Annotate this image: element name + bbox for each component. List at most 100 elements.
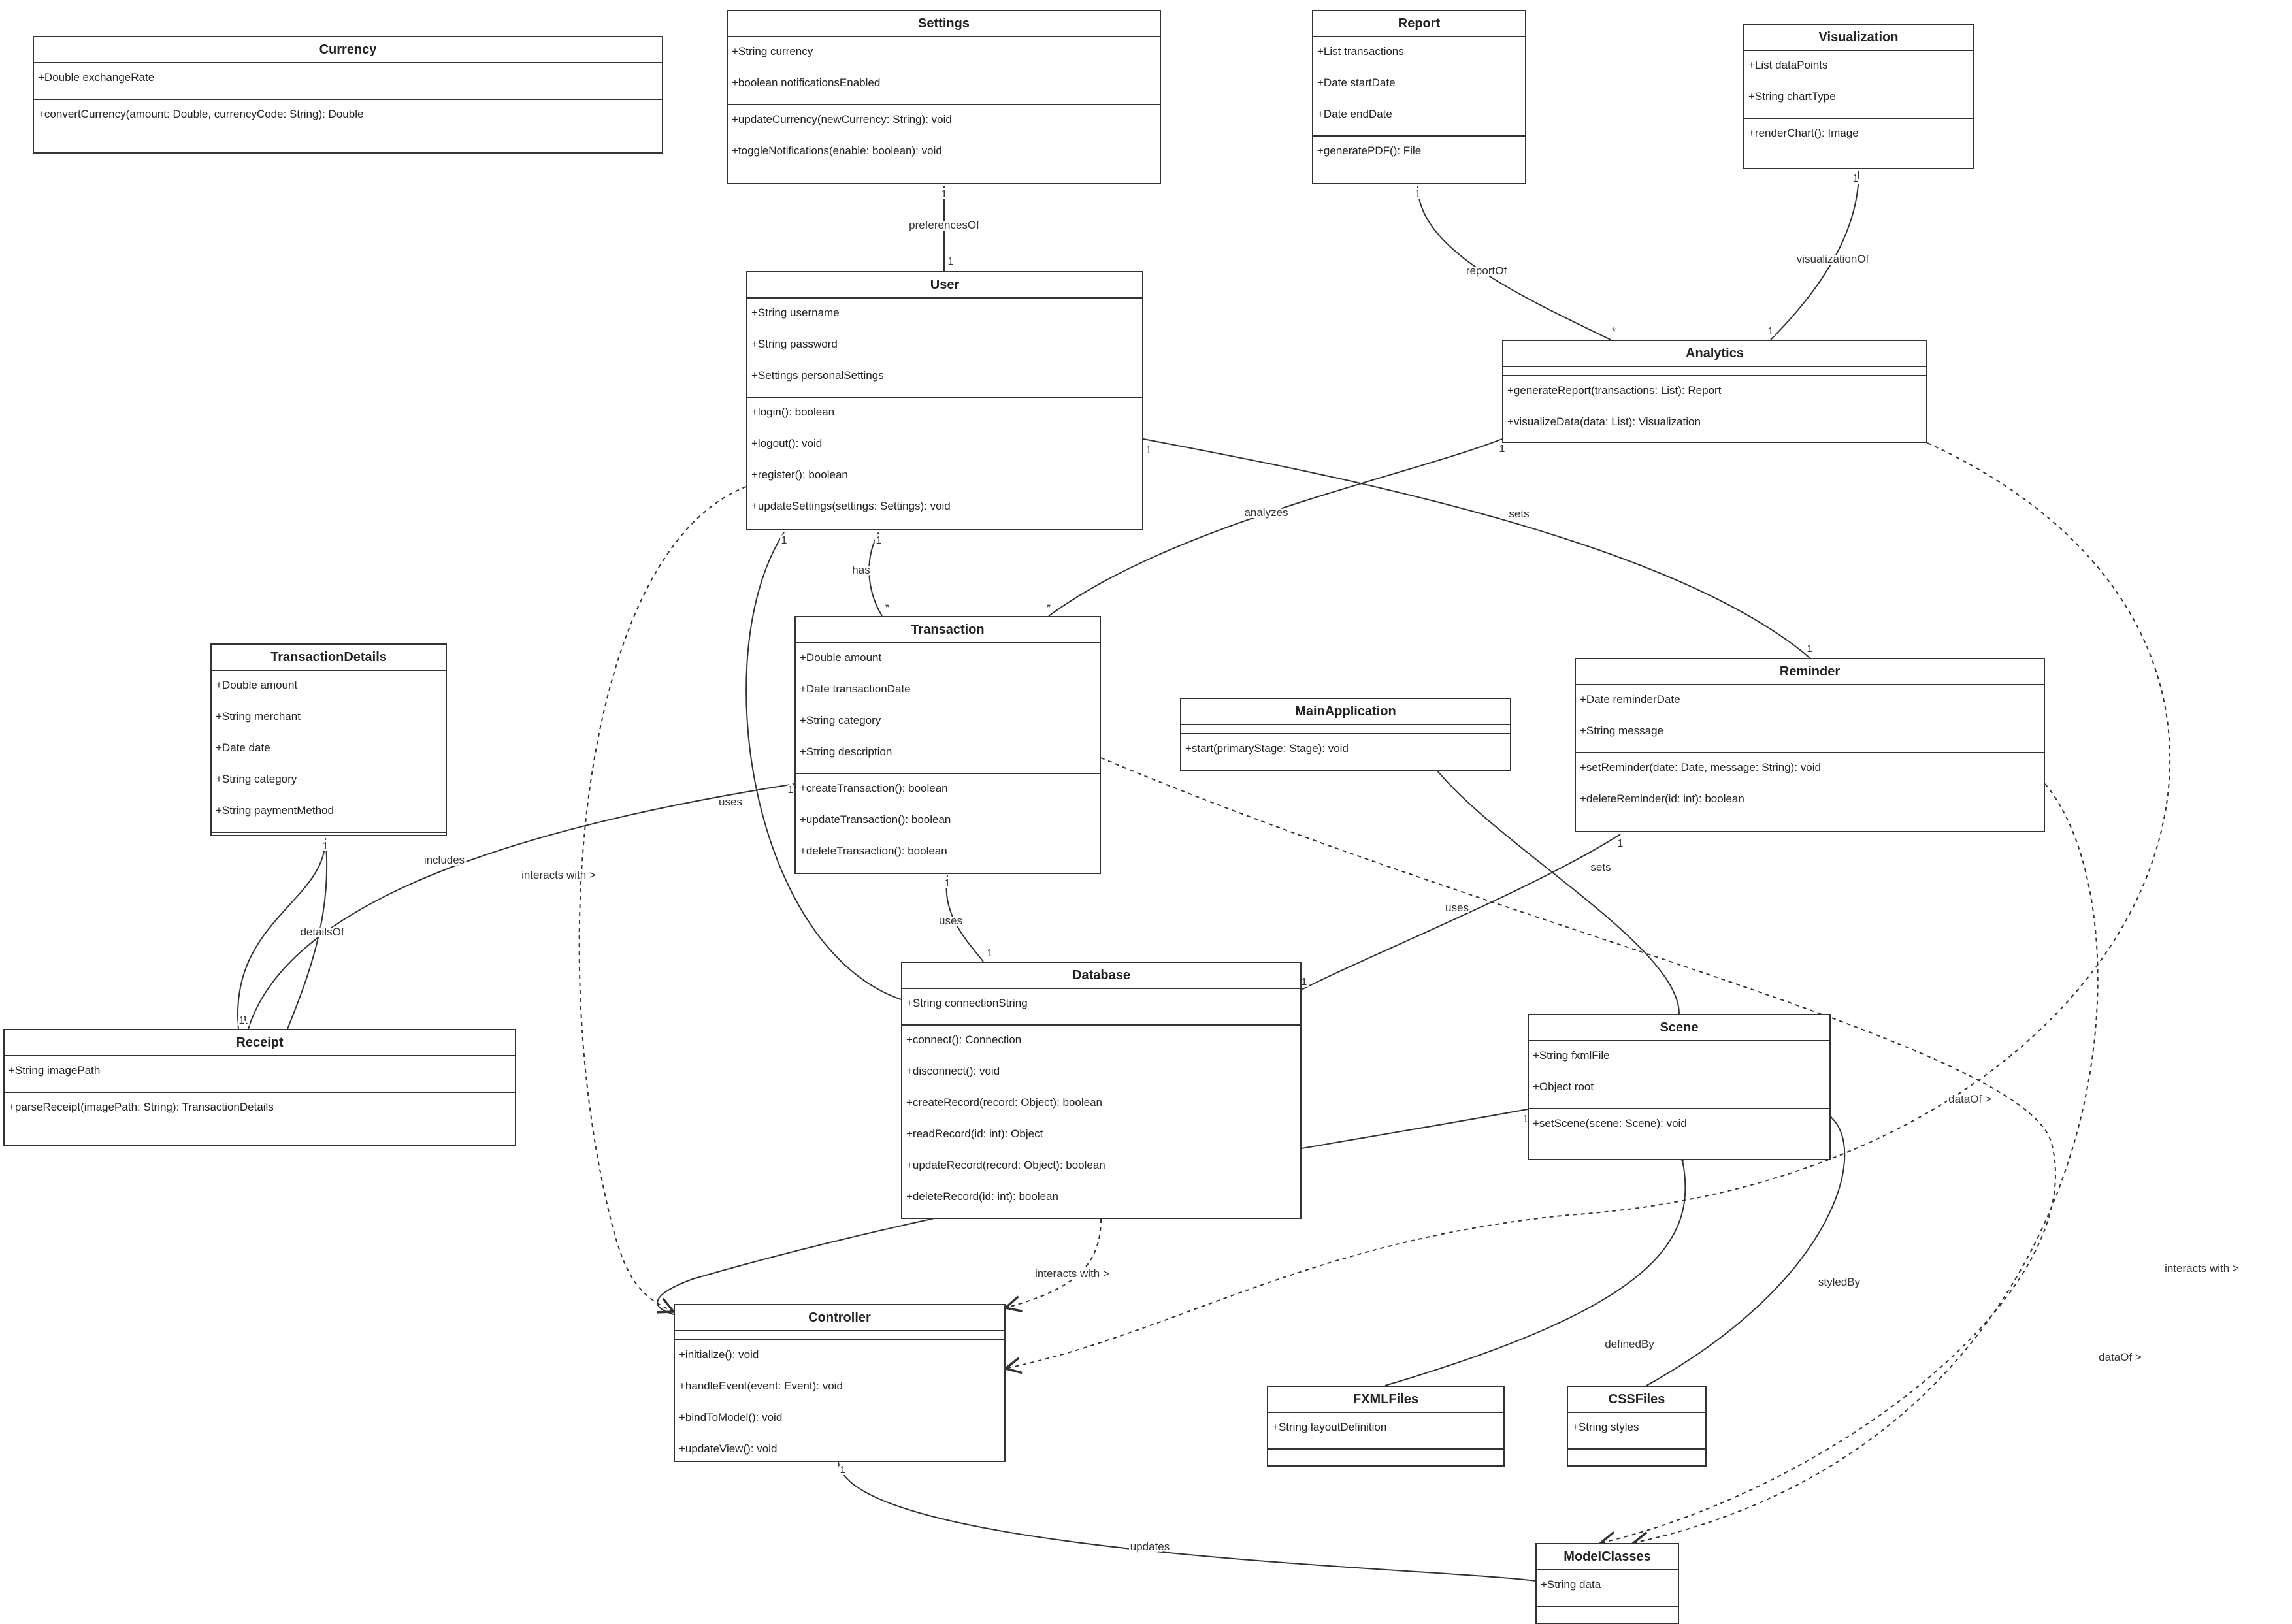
edge-label: uses bbox=[1445, 901, 1469, 914]
edge-label: sets bbox=[1509, 508, 1529, 520]
attributes-section: +String styles bbox=[1568, 1413, 1705, 1450]
operation: +setReminder(date: Date, message: String… bbox=[1580, 761, 1821, 773]
attributes-section: +List dataPoints+String chartType bbox=[1744, 51, 1973, 119]
edge-label: preferencesOf bbox=[909, 219, 979, 231]
operations-section: +convertCurrency(amount: Double, currenc… bbox=[34, 100, 662, 135]
class-settings: Settings +String currency +boolean notific… bbox=[727, 10, 1161, 184]
multiplicity-source: 1 bbox=[941, 189, 947, 200]
attributes-section: +String layoutDefinition bbox=[1268, 1413, 1503, 1450]
attribute: +Date date bbox=[216, 741, 270, 754]
edge-transactiondetails-receipt bbox=[237, 837, 328, 1030]
operation: +register(): boolean bbox=[751, 468, 848, 481]
class-controller: Controller+initialize(): void+handleEven… bbox=[674, 1304, 1006, 1462]
edge-visualization-analytics bbox=[1770, 171, 1859, 340]
class-name: Report bbox=[1313, 11, 1525, 37]
multiplicity-target: 1 bbox=[242, 1015, 248, 1026]
edge-mainapplication-scene bbox=[1437, 770, 1680, 1015]
attribute: +boolean notificationsEnabled bbox=[732, 76, 881, 89]
edge-controller-modelclasses bbox=[838, 1461, 1536, 1582]
class-receipt: Receipt+String imagePath+parseReceipt(im… bbox=[3, 1029, 516, 1146]
operations-section: +initialize(): void+handleEvent(event: E… bbox=[675, 1340, 1004, 1470]
operation: +connect(): Connection bbox=[906, 1033, 1022, 1046]
attribute: +Settings personalSettings bbox=[751, 369, 884, 382]
multiplicity-target: * bbox=[885, 602, 889, 613]
operations-section: +connect(): Connection +disconnect(): voi… bbox=[902, 1026, 1300, 1218]
multiplicity-source: 1 bbox=[323, 841, 329, 852]
operations-section bbox=[1268, 1450, 1503, 1459]
attribute: +Date transactionDate bbox=[800, 683, 911, 695]
attributes-section: +String username+String password+Setting… bbox=[747, 299, 1142, 398]
multiplicity-target: 1 bbox=[987, 948, 993, 959]
multiplicity-target: 1 bbox=[948, 256, 954, 267]
operation: +renderChart(): Image bbox=[1748, 127, 1859, 139]
edge-label: styledBy bbox=[1818, 1276, 1861, 1288]
edge-label: has bbox=[852, 564, 870, 576]
operation: +updateCurrency(newCurrency: String): vo… bbox=[732, 113, 952, 125]
attributes-section bbox=[1181, 725, 1510, 734]
operation: +createRecord(record: Object): boolean bbox=[906, 1096, 1103, 1109]
class-name: TransactionDetails bbox=[212, 645, 446, 671]
class-name: Database bbox=[902, 963, 1300, 989]
class-name: User bbox=[747, 272, 1142, 299]
edge-transaction-receipt bbox=[248, 783, 795, 1030]
class-scene: Scene+String fxmlFile+Object root+setSce… bbox=[1528, 1014, 1831, 1160]
edge-label: dataOf > bbox=[1948, 1093, 1991, 1105]
class-transaction: Transaction+Double amount+Date transacti… bbox=[794, 616, 1101, 874]
multiplicity-source: 1 bbox=[788, 785, 794, 796]
edge-user-database bbox=[745, 532, 902, 1000]
multiplicity-source: 1 bbox=[1415, 189, 1421, 200]
attributes-section: +String imagePath bbox=[5, 1056, 515, 1093]
multiplicity-source: 1 bbox=[876, 535, 882, 546]
edge-label: reportOf bbox=[1466, 265, 1507, 277]
edge-label: visualizationOf bbox=[1797, 253, 1869, 265]
attribute: +String currency bbox=[732, 45, 813, 57]
operation: +toggleNotifications(enable: boolean): v… bbox=[732, 144, 942, 157]
attribute: +String username bbox=[751, 306, 840, 319]
operations-section bbox=[1537, 1607, 1678, 1616]
class-name: Settings bbox=[728, 11, 1160, 37]
operation: +deleteTransaction(): boolean bbox=[800, 845, 947, 857]
multiplicity-target: 1 bbox=[1807, 643, 1813, 655]
multiplicity-source: 1 bbox=[781, 535, 787, 546]
class-analytics: Analytics+generateReport(transactions: L… bbox=[1502, 340, 1927, 443]
edge-reminder-modelclasses bbox=[1633, 783, 2099, 1543]
operation: +readRecord(id: int): Object bbox=[906, 1128, 1043, 1140]
class-name: CSSFiles bbox=[1568, 1387, 1705, 1413]
edge-transaction-database bbox=[945, 875, 984, 962]
attribute: +Double amount bbox=[216, 679, 298, 691]
operations-section: +setScene(scene: Scene): void bbox=[1529, 1109, 1829, 1145]
edge-analytics-controller bbox=[1006, 442, 2171, 1369]
edge-label: dataOf > bbox=[2099, 1351, 2142, 1363]
edge-transaction-modelclasses bbox=[1100, 757, 2056, 1543]
operations-section: +parseReceipt(imagePath: String): Transa… bbox=[5, 1093, 515, 1128]
attribute: +String merchant bbox=[216, 710, 301, 723]
operation: +convertCurrency(amount: Double, currenc… bbox=[38, 108, 364, 120]
class-database: Database+String connectionString+connect… bbox=[901, 962, 1302, 1219]
attributes-section: +Double amount +String merchant +Date date… bbox=[212, 671, 446, 833]
edge-label: interacts with > bbox=[1035, 1267, 1109, 1280]
operation: +generatePDF(): File bbox=[1317, 144, 1422, 157]
operation: +deleteReminder(id: int): boolean bbox=[1580, 792, 1744, 805]
operation: +bindToModel(): void bbox=[679, 1411, 783, 1423]
operation: +updateRecord(record: Object): boolean bbox=[906, 1159, 1105, 1171]
attribute: +Date endDate bbox=[1317, 108, 1392, 120]
attribute: +String imagePath bbox=[8, 1064, 101, 1077]
operations-section: +start(primaryStage: Stage): void bbox=[1181, 734, 1510, 770]
multiplicity-source: 1 bbox=[1146, 445, 1152, 456]
operation: +disconnect(): void bbox=[906, 1065, 1000, 1077]
attribute: +Object root bbox=[1533, 1080, 1594, 1093]
edge-label: definedBy bbox=[1605, 1338, 1654, 1350]
attribute: +List dataPoints bbox=[1748, 59, 1828, 71]
attributes-section: +String connectionString bbox=[902, 989, 1300, 1026]
multiplicity-target: * bbox=[1612, 326, 1616, 337]
attributes-section bbox=[675, 1331, 1004, 1340]
operations-section bbox=[212, 833, 446, 842]
attributes-section bbox=[1503, 367, 1926, 376]
attributes-section: +String currency +boolean notificationsEn… bbox=[728, 37, 1160, 105]
multiplicity-source: 1 bbox=[840, 1465, 846, 1476]
attributes-section: +Double exchangeRate bbox=[34, 63, 662, 100]
operation: +parseReceipt(imagePath: String): Transa… bbox=[8, 1101, 274, 1113]
operations-section: +generateReport(transactions: List): Rep… bbox=[1503, 376, 1926, 443]
edge-label: detailsOf bbox=[300, 926, 344, 938]
